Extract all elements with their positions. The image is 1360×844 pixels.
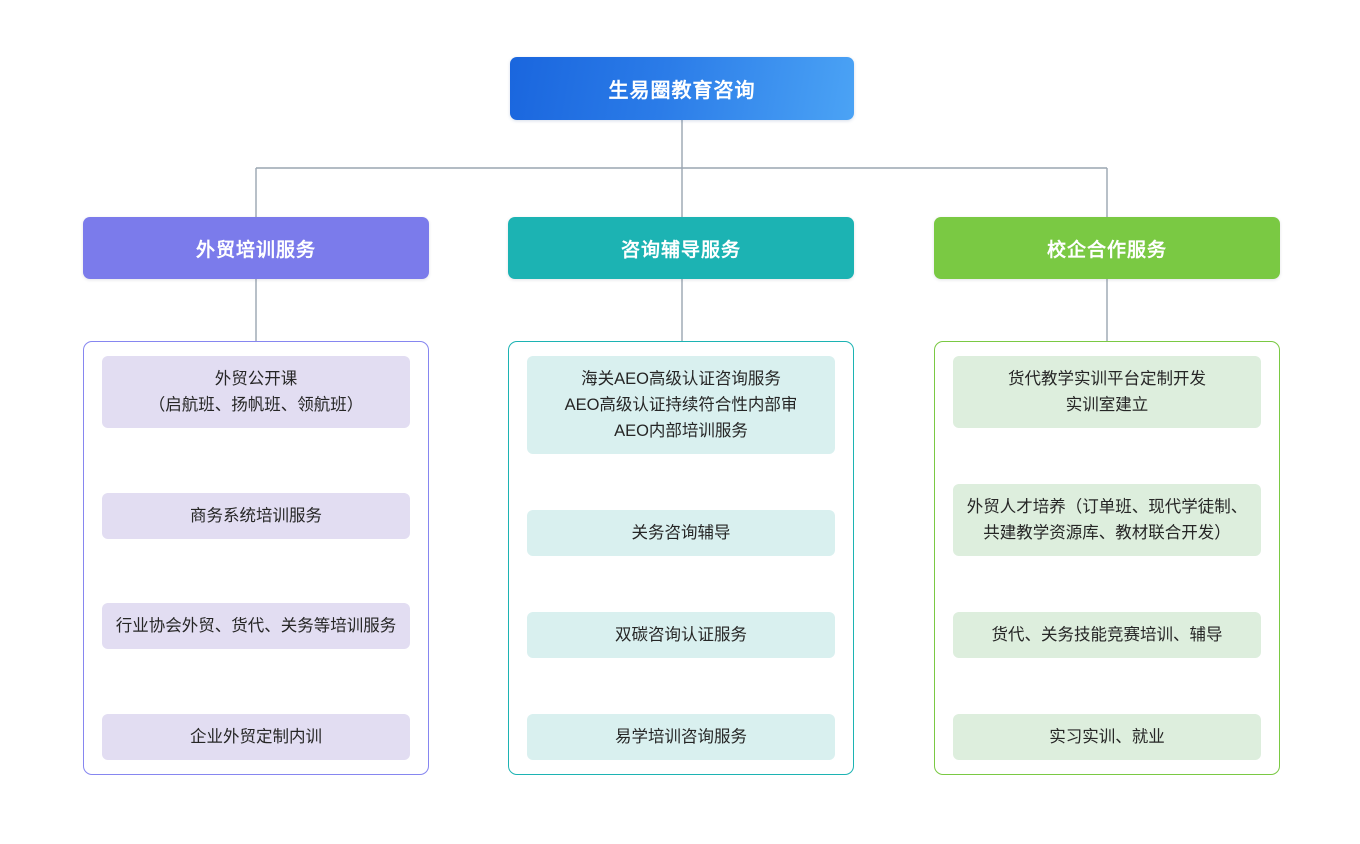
item-card-label: 易学培训咨询服务 [615, 728, 747, 746]
item-card[interactable]: 外贸人才培养（订单班、现代学徒制、共建教学资源库、教材联合开发） [953, 484, 1261, 556]
item-card-label: 企业外贸定制内训 [190, 727, 322, 746]
branch-header-label-2: 咨询辅导服务 [620, 239, 741, 261]
items-container-3: 货代教学实训平台定制开发 实训室建立 外贸人才培养（订单班、现代学徒制、共建教学… [934, 341, 1280, 775]
item-card-label: 商务系统培训服务 [190, 506, 322, 525]
item-card-label: 货代、关务技能竞赛培训、辅导 [991, 626, 1223, 644]
branch-header-1[interactable]: 外贸培训服务 [83, 217, 429, 279]
item-card-label: 货代教学实训平台定制开发 实训室建立 [1008, 370, 1206, 414]
item-card-label: 关务咨询辅导 [631, 524, 731, 542]
item-card[interactable]: 商务系统培训服务 [102, 492, 410, 539]
items-container-2: 海关AEO高级认证咨询服务 AEO高级认证持续符合性内部审 AEO内部培训服务 … [508, 341, 854, 775]
branch-header-3[interactable]: 校企合作服务 [934, 217, 1280, 279]
item-card-label: 外贸公开课 （启航班、扬帆班、领航班） [148, 370, 364, 414]
item-card[interactable]: 关务咨询辅导 [527, 510, 835, 556]
branch-header-label-3: 校企合作服务 [1046, 239, 1167, 261]
item-card-label: 双碳咨询认证服务 [615, 626, 747, 644]
item-card[interactable]: 企业外贸定制内训 [102, 713, 410, 760]
item-card[interactable]: 易学培训咨询服务 [527, 714, 835, 760]
item-card[interactable]: 海关AEO高级认证咨询服务 AEO高级认证持续符合性内部审 AEO内部培训服务 [527, 356, 835, 454]
branch-header-2[interactable]: 咨询辅导服务 [508, 217, 854, 279]
root-node-label: 生易圈教育咨询 [608, 80, 756, 102]
item-card-label: 海关AEO高级认证咨询服务 AEO高级认证持续符合性内部审 AEO内部培训服务 [564, 370, 798, 440]
item-card[interactable]: 行业协会外贸、货代、关务等培训服务 [102, 603, 410, 650]
item-card[interactable]: 实习实训、就业 [953, 714, 1261, 760]
item-card[interactable]: 货代教学实训平台定制开发 实训室建立 [953, 356, 1261, 428]
branch-header-label-1: 外贸培训服务 [195, 239, 316, 261]
item-card-label: 行业协会外贸、货代、关务等培训服务 [115, 617, 397, 636]
item-card[interactable]: 双碳咨询认证服务 [527, 612, 835, 658]
root-node[interactable]: 生易圈教育咨询 [510, 57, 854, 120]
item-card[interactable]: 外贸公开课 （启航班、扬帆班、领航班） [102, 356, 410, 428]
item-card[interactable]: 货代、关务技能竞赛培训、辅导 [953, 612, 1261, 658]
items-container-1: 外贸公开课 （启航班、扬帆班、领航班） 商务系统培训服务 行业协会外贸、货代、关… [83, 341, 429, 775]
item-card-label: 实习实训、就业 [1049, 728, 1165, 746]
item-card-label: 外贸人才培养（订单班、现代学徒制、共建教学资源库、教材联合开发） [966, 498, 1248, 542]
